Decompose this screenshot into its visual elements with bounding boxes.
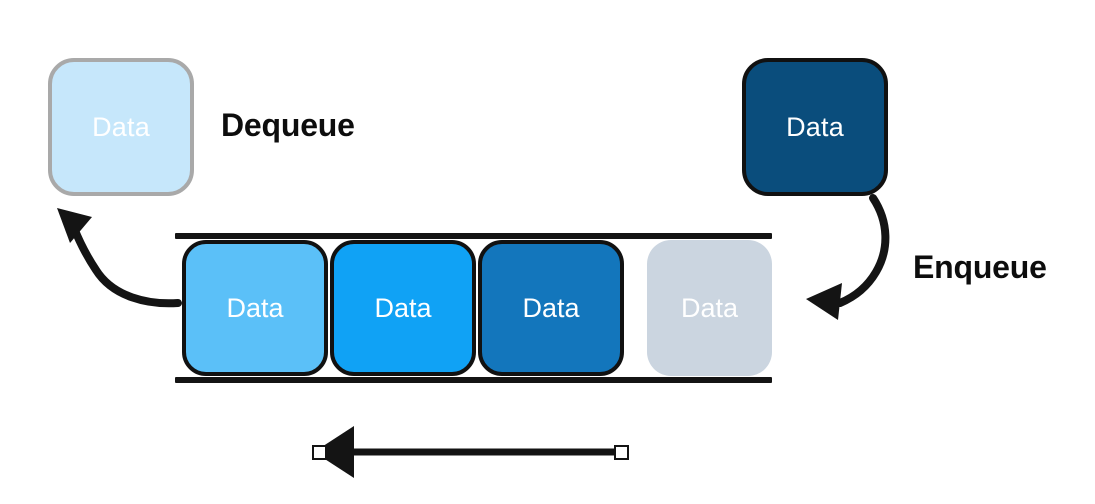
queue-top-rail [175, 233, 772, 239]
queue-slot-0[interactable]: Data [182, 240, 328, 376]
arrow-handle-right [614, 445, 629, 460]
enqueue-label: Enqueue [913, 249, 1047, 285]
queue-container: Data Data Data Data [175, 233, 772, 383]
dequeued-data-label: Data [92, 111, 150, 142]
queue-direction-arrow-icon [312, 426, 629, 478]
queue-slot-3-label: Data [680, 292, 739, 323]
dequeue-arrow-icon [57, 208, 182, 308]
queue-slot-2-label: Data [522, 292, 580, 323]
queue-slot-1[interactable]: Data [330, 240, 476, 376]
queue-slot-0-label: Data [226, 292, 284, 323]
queue-slot-2[interactable]: Data [478, 240, 624, 376]
arrow-handle-left [312, 445, 327, 460]
queue-bottom-rail [175, 377, 772, 383]
enqueue-arrow-icon [806, 194, 890, 320]
queue-slot-1-label: Data [374, 292, 432, 323]
incoming-data-label: Data [786, 111, 844, 142]
dequeued-data-box[interactable]: Data [48, 58, 194, 196]
incoming-data-box[interactable]: Data [742, 58, 888, 196]
dequeue-label: Dequeue [221, 107, 355, 143]
queue-slot-3[interactable]: Data [647, 240, 772, 376]
